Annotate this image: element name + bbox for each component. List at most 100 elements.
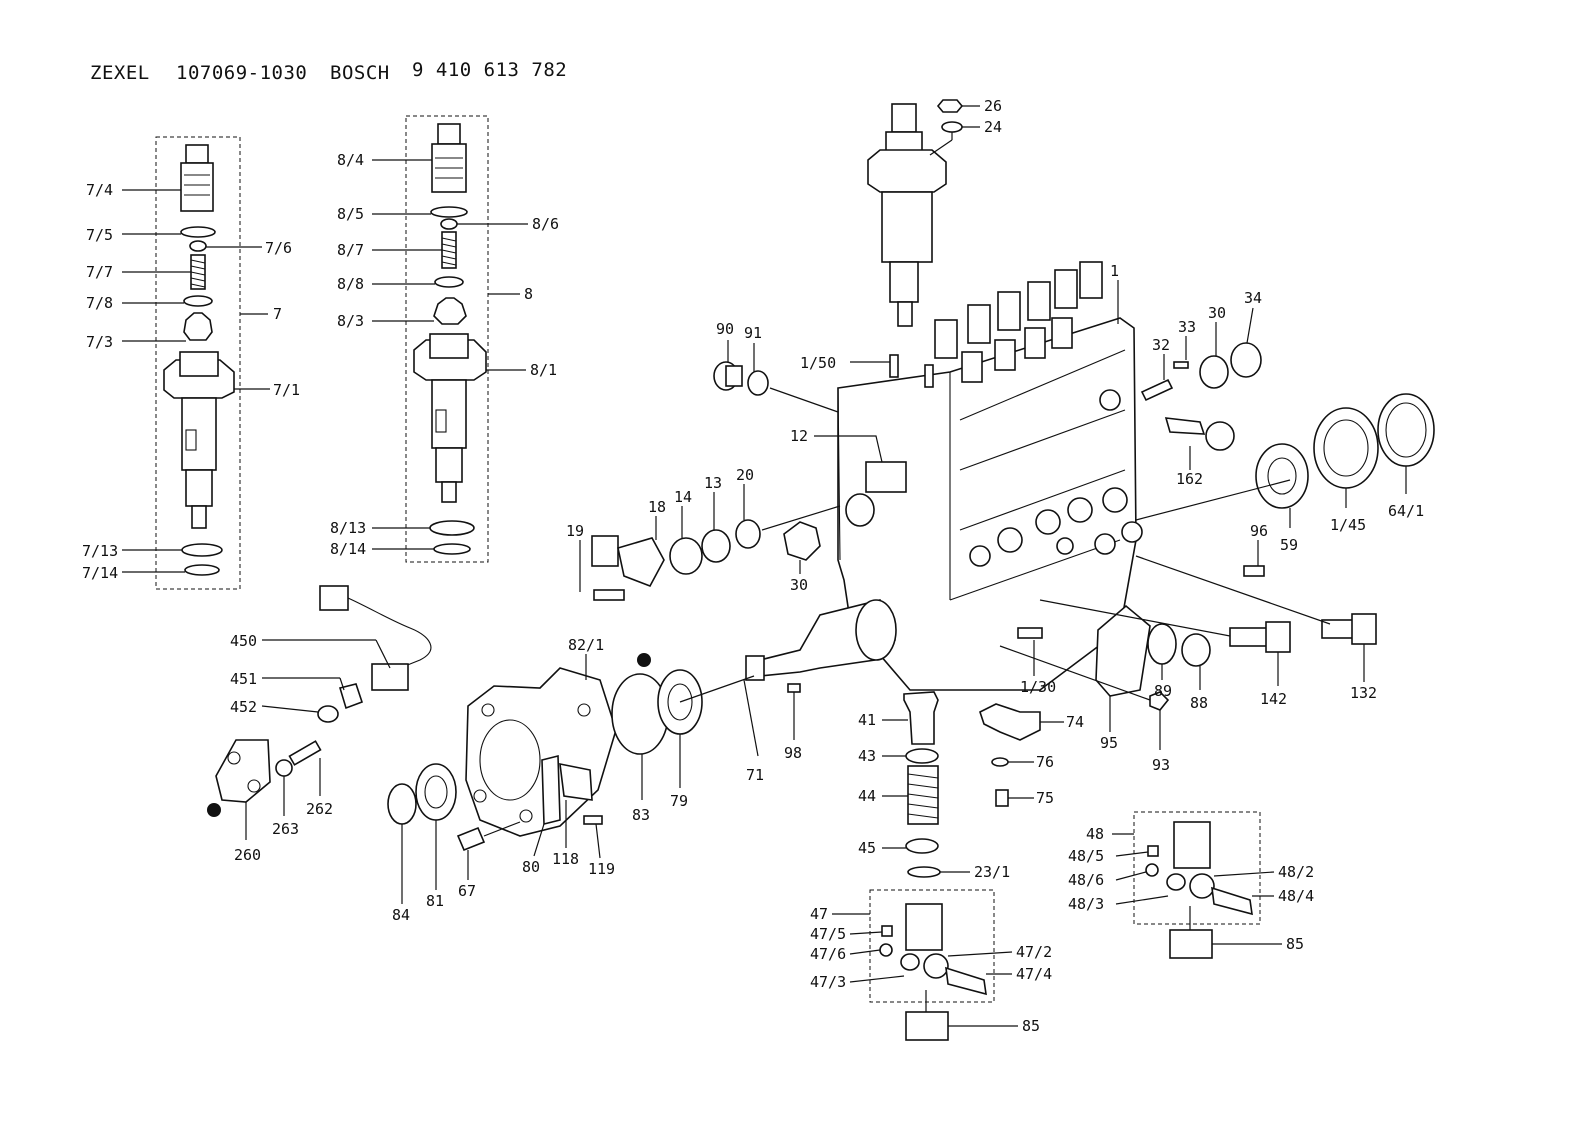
- part-32: [1140, 378, 1174, 402]
- label-44: 44: [858, 787, 876, 805]
- part-12-boss: [845, 493, 875, 527]
- part-20: [735, 519, 761, 549]
- part-18: [617, 537, 665, 587]
- part-1-30: [1017, 627, 1043, 639]
- label-1-45: 1/45: [1330, 516, 1366, 534]
- part-8-8: [434, 276, 464, 288]
- group-48-frame: [1133, 811, 1261, 925]
- label-48-3: 48/3: [1068, 895, 1104, 913]
- label-32: 32: [1152, 336, 1170, 354]
- part-81: [415, 763, 457, 821]
- label-48-2: 48/2: [1278, 863, 1314, 881]
- part-119: [583, 815, 603, 825]
- part-142-head: [1265, 621, 1291, 653]
- label-71: 71: [746, 766, 764, 784]
- marker-dot-260: [207, 803, 221, 817]
- part-7-1-barrel: [181, 397, 217, 471]
- label-8-5: 8/5: [337, 205, 364, 223]
- part-7-3: [183, 312, 213, 341]
- group-47-frame: [869, 889, 995, 1003]
- part-451: [338, 683, 364, 710]
- title-brand: ZEXEL: [90, 62, 150, 84]
- label-262: 262: [306, 800, 333, 818]
- part-93: [1149, 691, 1170, 711]
- housing-block: [837, 317, 1137, 691]
- part-8-1-lower: [435, 447, 463, 483]
- label-8-13: 8/13: [330, 519, 366, 537]
- label-8-14: 8/14: [330, 540, 366, 558]
- label-43: 43: [858, 747, 876, 765]
- lever-parts: 74 76 75: [979, 703, 1084, 807]
- label-85-upper: 85: [1286, 935, 1304, 953]
- part-45: [905, 838, 939, 854]
- delivery-valve-holders: [934, 261, 1103, 383]
- part-162-head: [1205, 421, 1235, 451]
- part-1-50-stud-2: [924, 364, 934, 388]
- label-47-4: 47/4: [1016, 965, 1052, 983]
- part-13: [701, 529, 731, 563]
- label-7-1: 7/1: [273, 381, 300, 399]
- label-1: 1: [1110, 262, 1119, 280]
- label-30-top: 30: [1208, 304, 1226, 322]
- part-26-nut: [936, 99, 964, 113]
- part-1-50-stud: [889, 354, 899, 378]
- part-132-head: [1351, 613, 1377, 645]
- part-59: [1255, 443, 1309, 509]
- label-75: 75: [1036, 789, 1054, 807]
- label-84: 84: [392, 906, 410, 924]
- label-98: 98: [784, 744, 802, 762]
- label-79: 79: [670, 792, 688, 810]
- part-47-2: [923, 953, 949, 979]
- part-91: [747, 370, 769, 396]
- part-452: [317, 705, 339, 723]
- label-81: 81: [426, 892, 444, 910]
- sensor-parts: 450 451 452 262 263 260: [207, 585, 432, 864]
- part-7-1-tip: [191, 505, 207, 529]
- tappet-column: 41 43 44 45 23/1: [858, 691, 1010, 881]
- label-19: 19: [566, 522, 584, 540]
- part-43: [905, 748, 939, 764]
- part-8-3: [433, 297, 467, 325]
- label-263: 263: [272, 820, 299, 838]
- part-96: [1243, 565, 1265, 577]
- label-132: 132: [1350, 684, 1377, 702]
- label-48-5: 48/5: [1068, 847, 1104, 865]
- label-59: 59: [1280, 536, 1298, 554]
- part-450-connector: [319, 585, 349, 611]
- label-23-1: 23/1: [974, 863, 1010, 881]
- part-262: [288, 740, 322, 766]
- part-8-13: [429, 520, 475, 536]
- part-48-6: [1145, 863, 1159, 877]
- part-12: [865, 461, 907, 493]
- part-7-1-top: [179, 351, 219, 377]
- part-85-upper: [1169, 929, 1213, 959]
- group-8-delivery-valve: 8/4 8/5 8/6 8/7 8/8 8 8/3 8/1 8/13 8/14: [330, 115, 559, 563]
- label-14: 14: [674, 488, 692, 506]
- label-8-1: 8/1: [530, 361, 557, 379]
- title-ref-brand: BOSCH: [330, 62, 390, 84]
- part-8-1-top: [429, 333, 469, 359]
- part-7-6: [189, 240, 207, 252]
- label-41: 41: [858, 711, 876, 729]
- part-48-5: [1147, 845, 1159, 857]
- label-74: 74: [1066, 713, 1084, 731]
- label-118: 118: [552, 850, 579, 868]
- part-8-1-barrel: [431, 379, 467, 449]
- title-part-number: 107069-1030: [176, 62, 307, 84]
- label-67: 67: [458, 882, 476, 900]
- part-48-body: [1173, 821, 1211, 869]
- label-30-lower: 30: [790, 576, 808, 594]
- part-80: [541, 754, 561, 826]
- part-260-bracket: [215, 739, 271, 803]
- part-76: [991, 757, 1009, 767]
- part-7-5: [180, 226, 216, 238]
- part-89: [1147, 623, 1177, 665]
- part-162-bolt: [1164, 417, 1206, 435]
- label-83: 83: [632, 806, 650, 824]
- part-7-1-lower: [185, 469, 213, 507]
- label-260: 260: [234, 846, 261, 864]
- label-12: 12: [790, 427, 808, 445]
- label-47-5: 47/5: [810, 925, 846, 943]
- part-98: [787, 683, 801, 693]
